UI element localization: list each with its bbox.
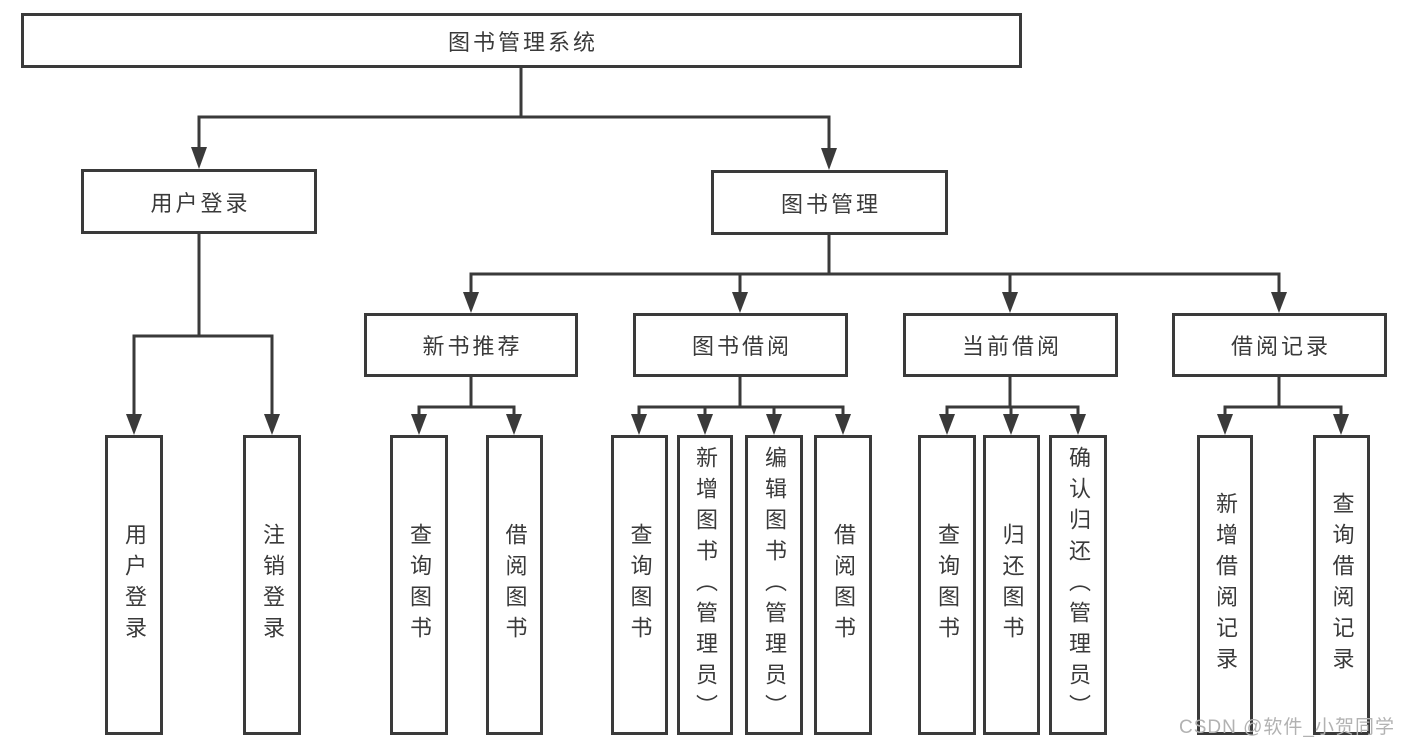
leaf-borrow-book-rec: 借阅图书 xyxy=(486,435,543,735)
node-new-book-rec: 新书推荐 xyxy=(364,313,578,377)
leaf-edit-book-admin: 编辑图书（管理员） xyxy=(745,435,803,735)
branch-book-borrow xyxy=(631,377,851,435)
node-book-borrow: 图书借阅 xyxy=(633,313,848,377)
branch-new-book-rec xyxy=(411,377,522,435)
branch-book-mgmt xyxy=(463,235,1287,313)
branch-user-login xyxy=(126,234,280,435)
leaf-confirm-return-admin: 确认归还（管理员） xyxy=(1049,435,1107,735)
branch-root xyxy=(191,68,837,170)
branch-borrow-record xyxy=(1217,377,1349,435)
node-user-login: 用户登录 xyxy=(81,169,317,234)
leaf-add-book-admin: 新增图书（管理员） xyxy=(677,435,733,735)
leaf-query-book-current: 查询图书 xyxy=(918,435,976,735)
branch-current-borrow xyxy=(939,377,1086,435)
leaf-query-borrow-record: 查询借阅记录 xyxy=(1313,435,1370,735)
leaf-add-borrow-record: 新增借阅记录 xyxy=(1197,435,1253,735)
leaf-query-book-borrow: 查询图书 xyxy=(611,435,668,735)
node-current-borrow: 当前借阅 xyxy=(903,313,1118,377)
leaf-return-book: 归还图书 xyxy=(983,435,1040,735)
leaf-user-login: 用户登录 xyxy=(105,435,163,735)
leaf-borrow-book-borrow: 借阅图书 xyxy=(814,435,872,735)
leaf-logout: 注销登录 xyxy=(243,435,301,735)
node-book-mgmt: 图书管理 xyxy=(711,170,948,235)
leaf-query-book-rec: 查询图书 xyxy=(390,435,448,735)
csdn-watermark: CSDN @软件_小贺同学 xyxy=(1179,717,1395,738)
node-borrow-record: 借阅记录 xyxy=(1172,313,1387,377)
node-root: 图书管理系统 xyxy=(21,13,1022,68)
